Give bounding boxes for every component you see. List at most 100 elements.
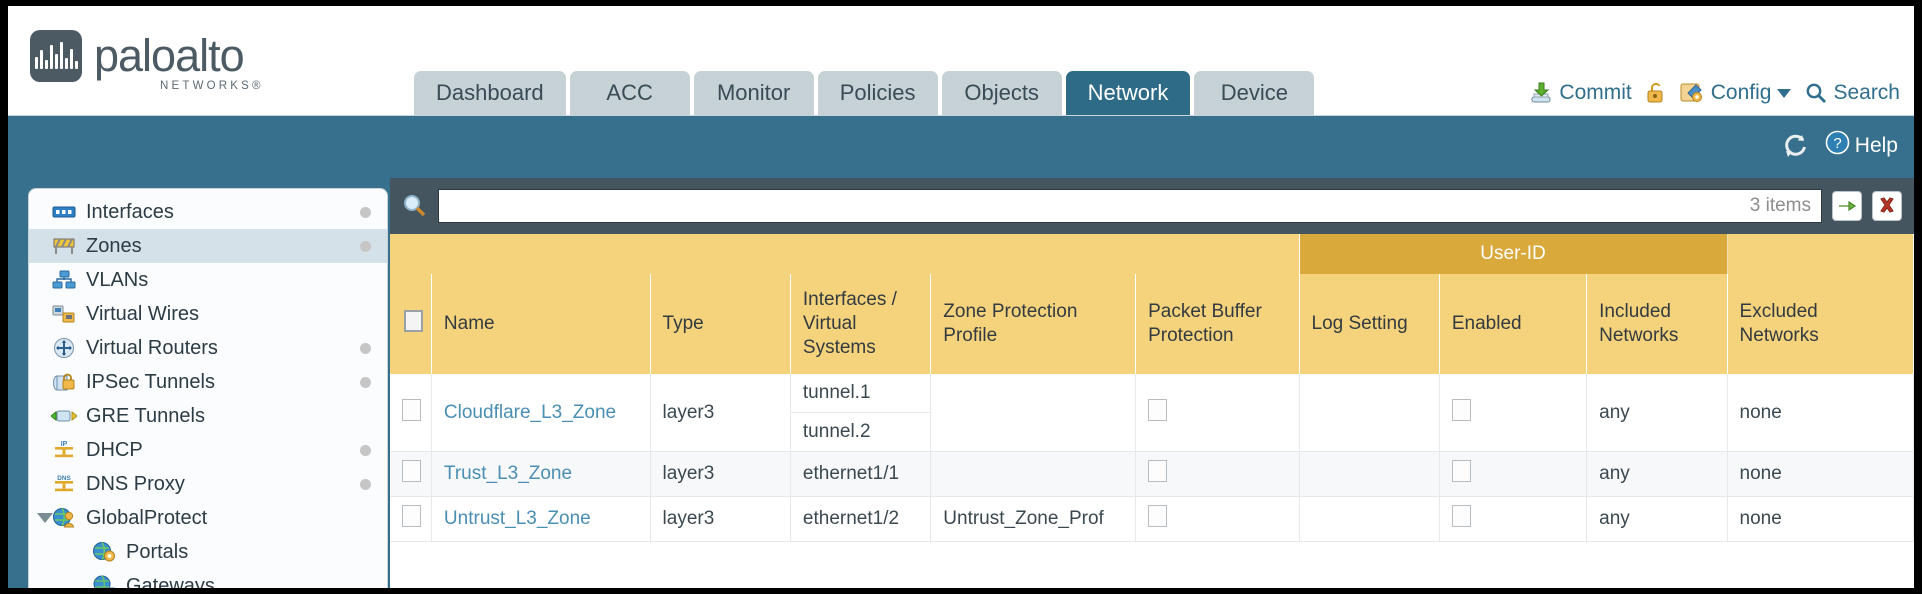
gateways-icon	[91, 575, 117, 588]
log-setting-cell	[1299, 496, 1440, 542]
zone-name-cell[interactable]: Cloudflare_L3_Zone	[431, 374, 651, 452]
zone-name-link[interactable]: Trust_L3_Zone	[443, 463, 573, 484]
zone-type-cell: layer3	[650, 496, 791, 542]
row-checkbox[interactable]	[402, 460, 421, 482]
table-row[interactable]: Trust_L3_Zone layer3 ethernet1/1 any	[390, 451, 1914, 497]
interface-entry: tunnel.1	[790, 374, 931, 413]
content-panel: 3 items	[390, 178, 1914, 588]
sidebar-item-label: GRE Tunnels	[86, 404, 205, 427]
commit-button[interactable]: Commit	[1529, 81, 1632, 105]
search-icon	[1805, 82, 1827, 104]
table-row[interactable]: Cloudflare_L3_Zone layer3 tunnel.1 tunne…	[390, 374, 1914, 452]
search-button[interactable]: Search	[1805, 81, 1900, 105]
help-icon: ?	[1825, 130, 1850, 161]
filter-bar: 3 items	[390, 178, 1914, 234]
zone-protection-profile-cell	[930, 374, 1137, 452]
row-checkbox[interactable]	[402, 398, 421, 421]
column-header-interfaces[interactable]: Interfaces / Virtual Systems	[790, 274, 932, 374]
expander-triangle-icon[interactable]	[37, 513, 53, 523]
sidebar-item-virtual-wires[interactable]: Virtual Wires	[29, 297, 387, 331]
tab-network[interactable]: Network	[1065, 71, 1191, 115]
sidebar-item-globalprotect[interactable]: GlobalProtect	[29, 501, 387, 535]
tab-monitor[interactable]: Monitor	[693, 71, 814, 115]
select-all-checkbox[interactable]	[404, 309, 423, 332]
tab-policies[interactable]: Policies	[817, 71, 938, 115]
row-checkbox[interactable]	[402, 505, 421, 527]
ipsec-tunnels-icon	[51, 372, 77, 392]
column-header-zone-protection-profile[interactable]: Zone Protection Profile	[930, 274, 1137, 374]
sidebar-item-dns-proxy[interactable]: DNS DNS Proxy	[29, 467, 387, 501]
packet-buffer-protection-checkbox[interactable]	[1148, 398, 1168, 421]
interface-entry: tunnel.2	[802, 421, 871, 442]
tab-dashboard[interactable]: Dashboard	[414, 71, 566, 115]
main-tabs: Dashboard ACC Monitor Policies Objects N…	[414, 71, 1315, 115]
column-header-log-setting[interactable]: Log Setting	[1299, 274, 1440, 374]
row-select-cell[interactable]	[390, 451, 432, 497]
userid-enabled-checkbox[interactable]	[1451, 505, 1471, 527]
config-menu[interactable]: Config	[1680, 81, 1792, 105]
zone-interfaces-cell: ethernet1/1	[790, 451, 932, 497]
column-header-type[interactable]: Type	[650, 274, 791, 374]
sidebar-item-vlans[interactable]: VLANs	[29, 263, 387, 297]
sidebar-item-label: VLANs	[86, 268, 149, 291]
refresh-icon[interactable]	[1781, 133, 1809, 159]
portals-icon	[91, 541, 117, 563]
sidebar-item-zones[interactable]: Zones	[29, 229, 387, 263]
sidebar-item-portals[interactable]: Portals	[29, 535, 387, 569]
packet-buffer-protection-cell[interactable]	[1135, 451, 1300, 497]
zone-name-cell[interactable]: Untrust_L3_Zone	[431, 496, 651, 542]
packet-buffer-protection-cell[interactable]	[1135, 374, 1300, 452]
zone-name-link[interactable]: Untrust_L3_Zone	[443, 508, 591, 529]
excluded-networks-cell: none	[1727, 451, 1914, 497]
tab-objects[interactable]: Objects	[941, 71, 1062, 115]
vlans-icon	[51, 270, 77, 290]
body: Interfaces Zones	[8, 178, 1914, 588]
zone-name-link[interactable]: Cloudflare_L3_Zone	[443, 401, 617, 423]
zone-name-cell[interactable]: Trust_L3_Zone	[431, 451, 651, 497]
status-dot	[360, 342, 371, 354]
config-label: Config	[1710, 81, 1772, 104]
sidebar-item-ipsec-tunnels[interactable]: IPSec Tunnels	[29, 365, 387, 399]
select-all-header[interactable]	[390, 274, 432, 374]
included-networks-cell: any	[1586, 496, 1728, 542]
userid-enabled-cell[interactable]	[1439, 374, 1588, 452]
userid-enabled-checkbox[interactable]	[1451, 460, 1471, 482]
sidebar-item-label: Zones	[86, 234, 142, 257]
help-button[interactable]: ? Help	[1825, 130, 1898, 161]
userid-enabled-cell[interactable]	[1439, 496, 1588, 542]
userid-enabled-cell[interactable]	[1439, 451, 1588, 497]
sidebar-item-gateways[interactable]: Gateways	[29, 569, 387, 588]
column-header-enabled[interactable]: Enabled	[1439, 274, 1588, 374]
row-select-cell[interactable]	[390, 496, 432, 542]
packet-buffer-protection-cell[interactable]	[1135, 496, 1300, 542]
column-header-packet-buffer-protection[interactable]: Packet Buffer Protection	[1135, 274, 1300, 374]
sidebar-item-virtual-routers[interactable]: Virtual Routers	[29, 331, 387, 365]
apply-filter-button[interactable]	[1832, 191, 1862, 221]
svg-text:?: ?	[1833, 135, 1841, 152]
row-select-cell[interactable]	[390, 374, 432, 452]
table-row[interactable]: Untrust_L3_Zone layer3 ethernet1/2 Untru…	[390, 496, 1914, 542]
group-header-tail	[1727, 234, 1914, 274]
sidebar-nav: Interfaces Zones	[29, 189, 387, 588]
column-header-name[interactable]: Name	[431, 274, 651, 374]
zone-interfaces-cell: tunnel.1 tunnel.2	[790, 374, 932, 452]
clear-filter-button[interactable]	[1872, 191, 1902, 221]
packet-buffer-protection-checkbox[interactable]	[1148, 505, 1168, 527]
sidebar-item-label: Interfaces	[86, 200, 174, 223]
search-icon	[402, 193, 428, 219]
userid-enabled-checkbox[interactable]	[1451, 398, 1471, 421]
log-setting-cell	[1299, 451, 1440, 497]
sidebar-item-interfaces[interactable]: Interfaces	[29, 195, 387, 229]
packet-buffer-protection-checkbox[interactable]	[1148, 460, 1168, 482]
column-header-included-networks[interactable]: Included Networks	[1586, 274, 1728, 374]
sidebar-item-gre-tunnels[interactable]: GRE Tunnels	[29, 399, 387, 433]
sidebar-item-label: Virtual Wires	[86, 302, 199, 325]
column-header-excluded-networks[interactable]: Excluded Networks	[1727, 274, 1914, 374]
sidebar-item-dhcp[interactable]: IP DHCP	[29, 433, 387, 467]
search-input-wrapper[interactable]: 3 items	[438, 189, 1822, 223]
lock-icon[interactable]	[1646, 81, 1666, 105]
search-input[interactable]	[449, 195, 1740, 217]
tab-device[interactable]: Device	[1194, 71, 1315, 115]
tab-acc[interactable]: ACC	[569, 71, 690, 115]
table-header-row: Name Type Interfaces / Virtual Systems Z…	[390, 274, 1914, 374]
